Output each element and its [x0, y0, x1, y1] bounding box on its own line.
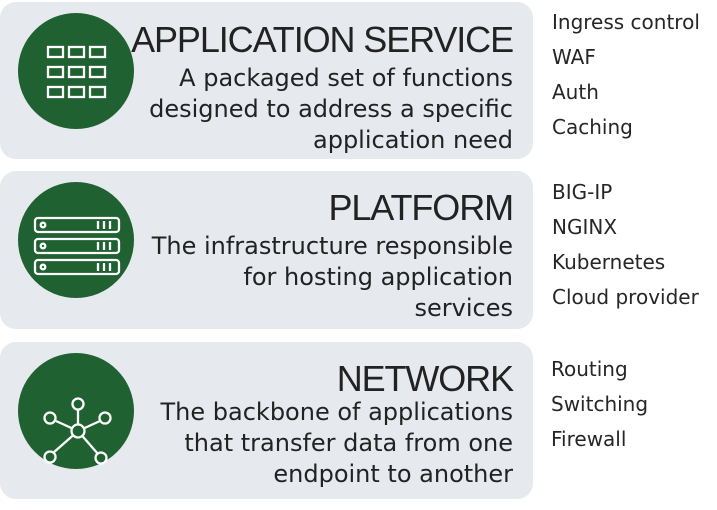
layer-description-application-service: A packaged set of functions designed to … [149, 63, 513, 156]
description-line: A packaged set of functions [179, 64, 513, 92]
example-item: Cloud provider [552, 285, 699, 309]
application-service-examples: Ingress control WAF Auth Caching [552, 5, 700, 145]
layer-description-network: The backbone of applications that transf… [161, 397, 513, 490]
layer-title-application-service: APPLICATION SERVICE [131, 19, 514, 60]
network-hub-icon [43, 397, 112, 465]
description-line: services [414, 294, 513, 322]
layer-title-network: NETWORK [336, 358, 514, 399]
example-item: Kubernetes [552, 250, 666, 274]
platform-examples: BIG-IP NGINX Kubernetes Cloud provider [552, 175, 699, 315]
app-grid-icon [46, 45, 107, 99]
layer-title-platform: PLATFORM [328, 187, 514, 228]
description-line: for hosting application [243, 263, 513, 291]
network-badge [18, 353, 134, 469]
description-line: designed to address a specific [149, 95, 513, 123]
example-item: Firewall [551, 427, 627, 451]
application-service-panel: APPLICATION SERVICE A packaged set of fu… [0, 2, 533, 159]
platform-panel: PLATFORM The infrastructure responsible … [0, 171, 533, 329]
description-line: that transfer data from one [184, 429, 513, 457]
example-item: Switching [551, 392, 649, 416]
description-line: endpoint to another [273, 460, 513, 488]
example-item: Routing [551, 357, 628, 381]
description-line: The backbone of applications [160, 398, 513, 426]
example-item: BIG-IP [552, 180, 613, 204]
network-examples: Routing Switching Firewall [551, 352, 648, 457]
example-item: NGINX [552, 215, 618, 239]
layer-description-platform: The infrastructure responsible for hosti… [152, 231, 513, 324]
platform-badge [18, 182, 134, 298]
example-item: Ingress control [552, 10, 700, 34]
description-line: application need [313, 126, 513, 154]
example-item: WAF [552, 45, 596, 69]
application-service-badge [18, 13, 134, 129]
network-panel: NETWORK The backbone of applications tha… [0, 342, 533, 499]
example-item: Caching [552, 115, 633, 139]
server-rack-icon [33, 216, 121, 276]
example-item: Auth [552, 80, 599, 104]
description-line: The infrastructure responsible [151, 232, 513, 260]
